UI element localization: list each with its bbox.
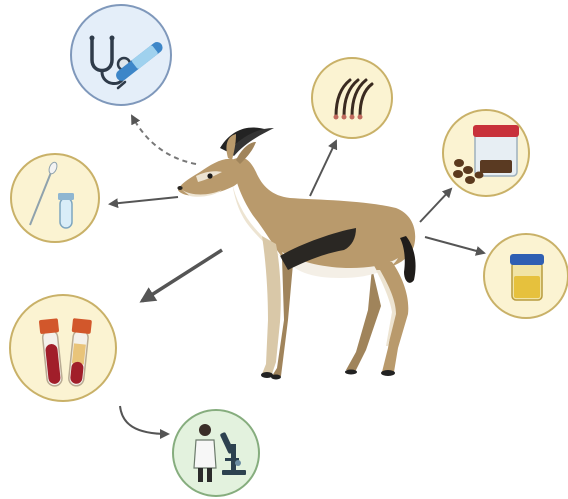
feces-node xyxy=(443,110,529,196)
arrow-to-oral-swab xyxy=(110,197,178,204)
gazelle-body xyxy=(232,158,415,273)
oral-swab-node xyxy=(11,154,99,242)
blood-node xyxy=(10,295,116,401)
gazelle-illustration xyxy=(177,127,415,379)
arrow-to-blood xyxy=(142,250,222,301)
specimen-jar-icon xyxy=(473,125,519,176)
laboratory-node xyxy=(173,410,259,496)
arrow-to-hair xyxy=(310,141,336,196)
arrow-to-feces xyxy=(420,189,451,222)
sample-tube-icon xyxy=(58,193,74,228)
arrow-blood-to-laboratory xyxy=(120,406,168,434)
urine-node xyxy=(484,234,568,318)
arrow-to-clinical-exam xyxy=(132,116,196,164)
clinical-exam-node xyxy=(71,5,171,105)
hair-node xyxy=(312,58,392,138)
arrow-to-urine xyxy=(425,237,484,253)
gazelle-eye xyxy=(207,173,212,178)
urine-cup-icon xyxy=(510,254,544,300)
arrows xyxy=(110,116,484,434)
